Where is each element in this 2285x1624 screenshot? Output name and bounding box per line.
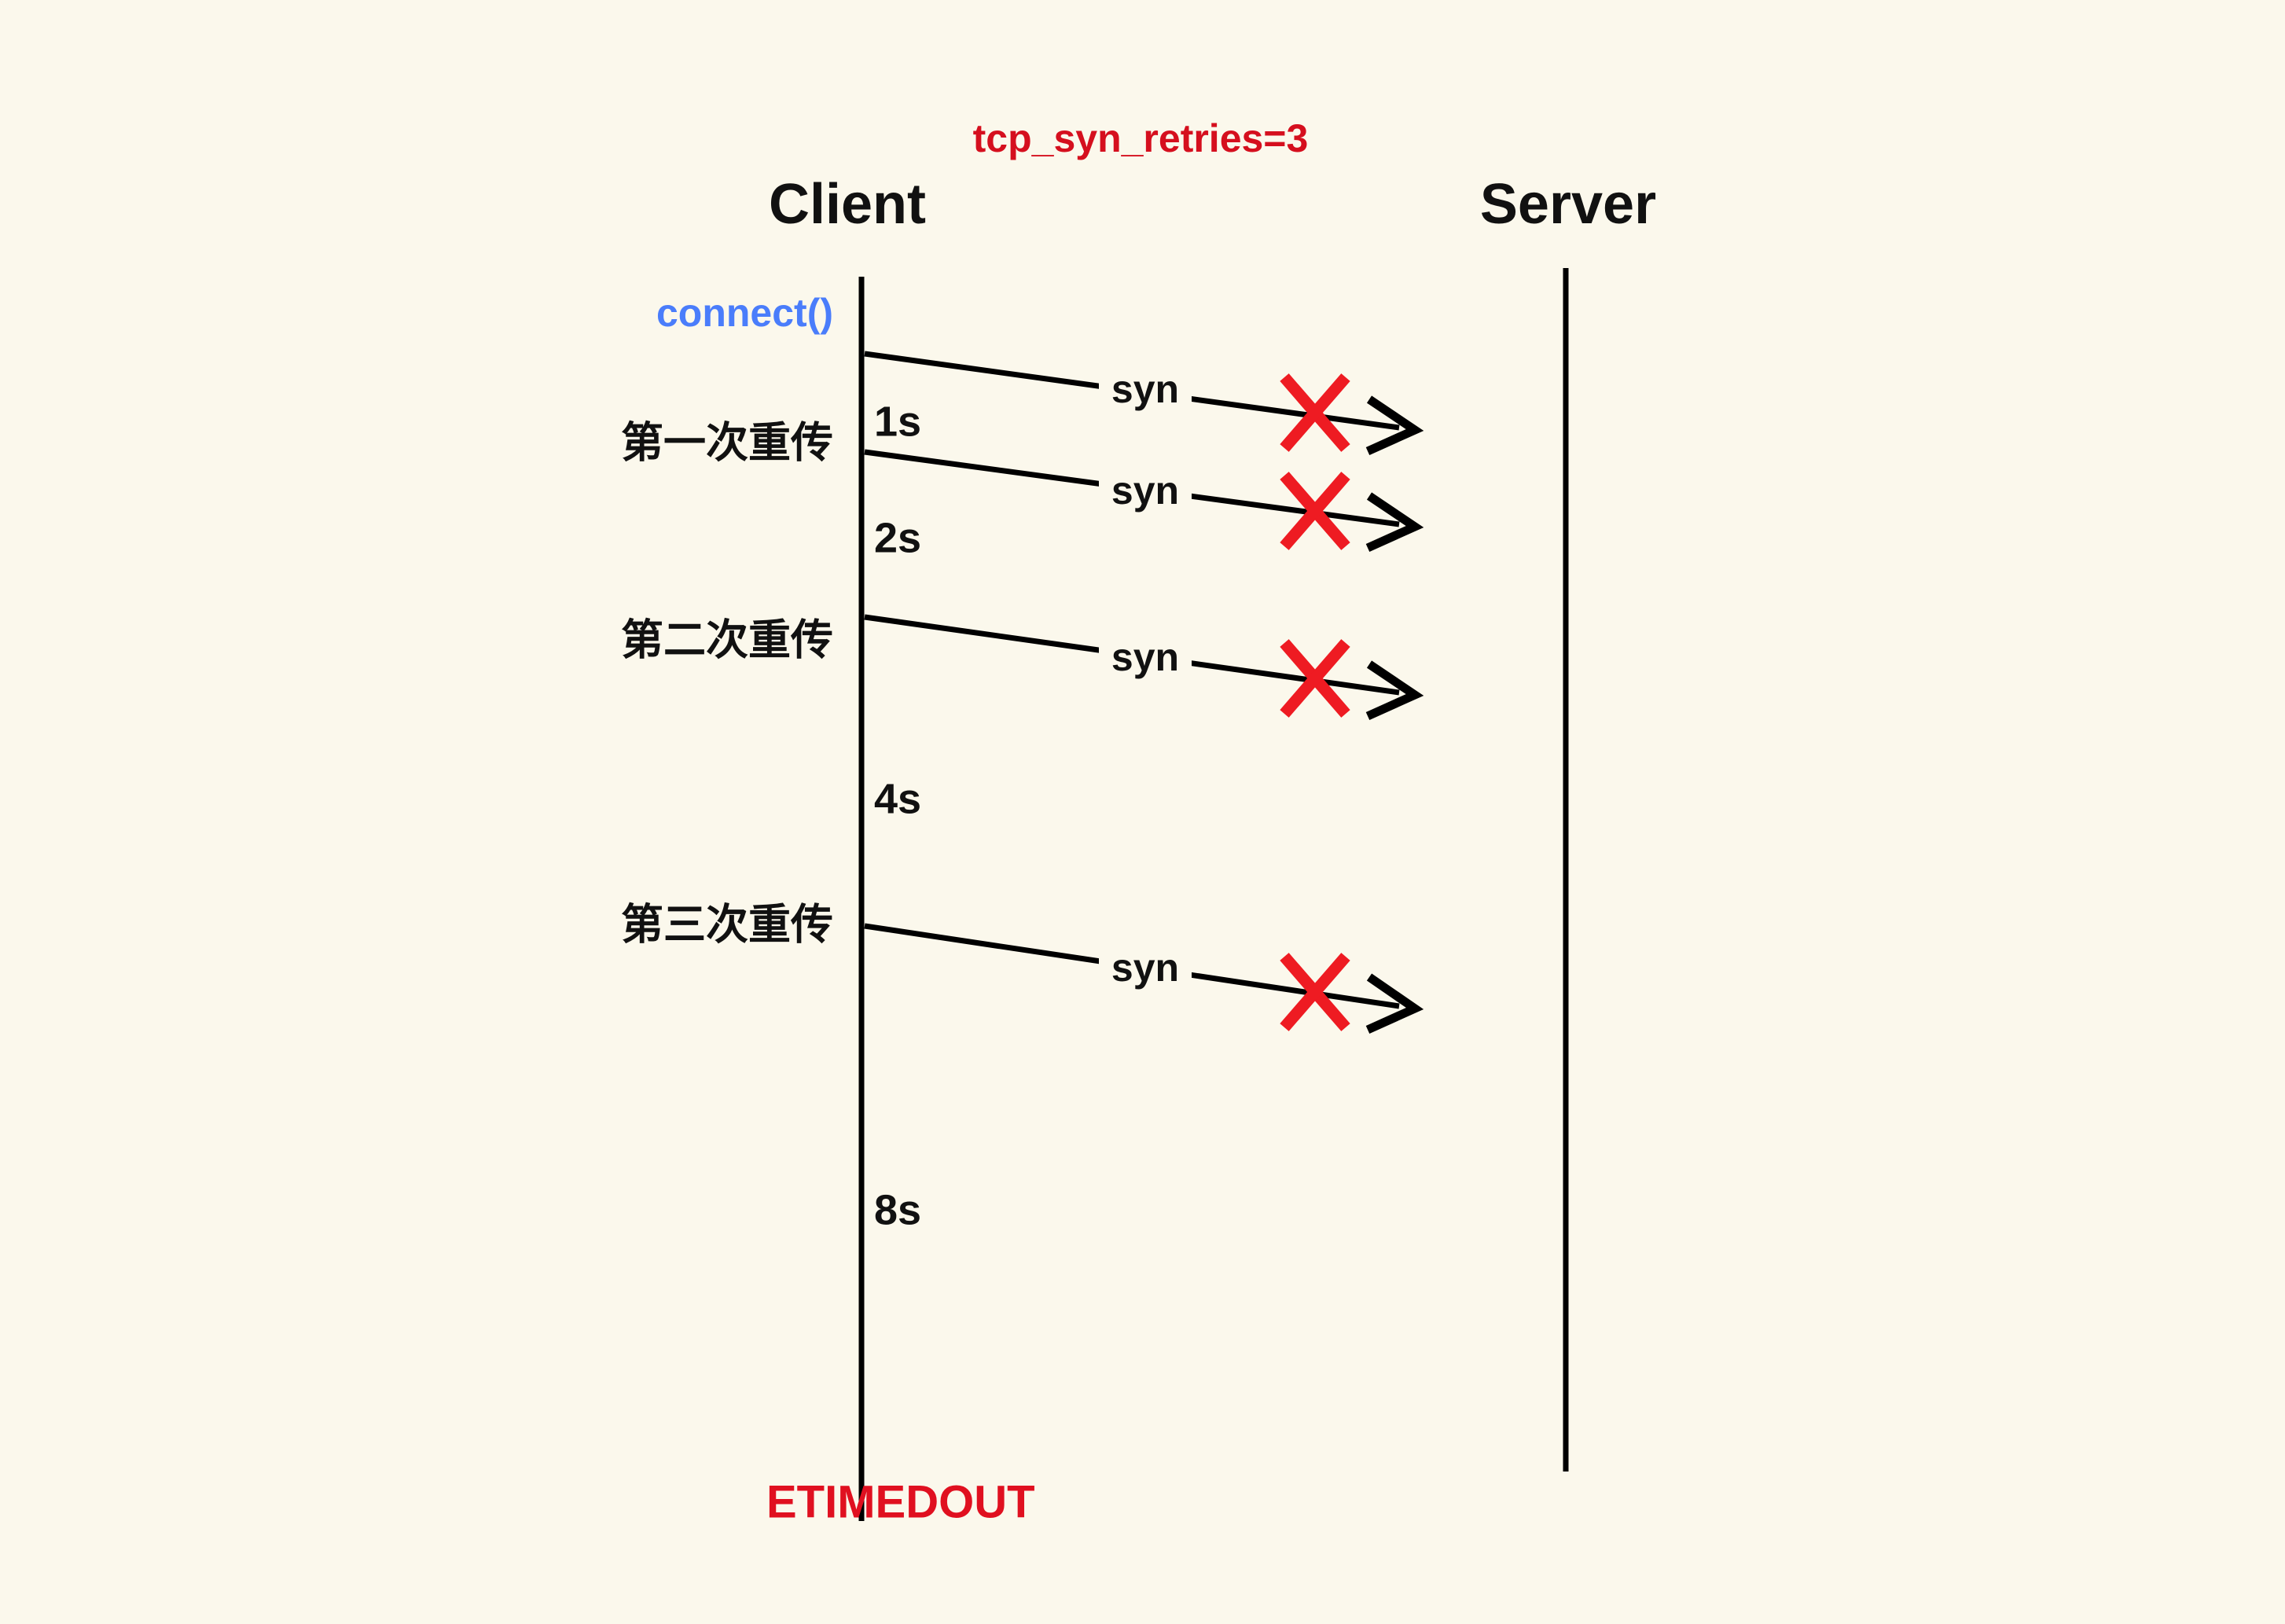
message-syn-4: syn — [864, 923, 1424, 1034]
arrow-head-icon — [1365, 660, 1424, 721]
timeout-label-2s: 2s — [874, 514, 921, 561]
packet-drop-x-icon — [1280, 953, 1350, 1031]
retransmission-label-2: 第二次重传 — [621, 616, 833, 663]
actor-label-client: Client — [769, 173, 926, 236]
etimedout-label: ETIMEDOUT — [766, 1476, 1035, 1527]
arrow-head-icon — [1365, 492, 1424, 553]
message-label-backdrop — [1099, 368, 1192, 417]
packet-drop-x-icon — [1280, 639, 1350, 718]
arrow-head-icon — [1365, 973, 1424, 1034]
message-label-syn: syn — [1111, 367, 1179, 411]
timeout-label-8s: 8s — [874, 1186, 921, 1233]
message-label-backdrop — [1099, 636, 1192, 685]
message-syn-3: syn — [864, 614, 1424, 721]
arrow-head-icon — [1365, 395, 1424, 456]
actor-label-server: Server — [1480, 173, 1656, 236]
retransmission-label-3: 第三次重传 — [621, 901, 833, 948]
connect-call-label: connect() — [656, 291, 833, 335]
tcp-syn-retries-label: tcp_syn_retries=3 — [973, 116, 1309, 160]
packet-drop-x-icon — [1280, 373, 1350, 452]
packet-drop-x-icon — [1280, 472, 1350, 550]
message-label-backdrop — [1099, 946, 1192, 995]
timeout-label-4s: 4s — [874, 775, 921, 822]
retransmission-label-1: 第一次重传 — [621, 419, 833, 466]
message-syn-1: syn — [864, 351, 1424, 456]
message-label-syn: syn — [1111, 468, 1179, 513]
message-label-syn: syn — [1111, 635, 1179, 679]
message-label-backdrop — [1099, 469, 1192, 518]
message-syn-2: syn — [864, 449, 1424, 553]
timeout-label-1s: 1s — [874, 398, 921, 445]
message-label-syn: syn — [1111, 946, 1179, 990]
